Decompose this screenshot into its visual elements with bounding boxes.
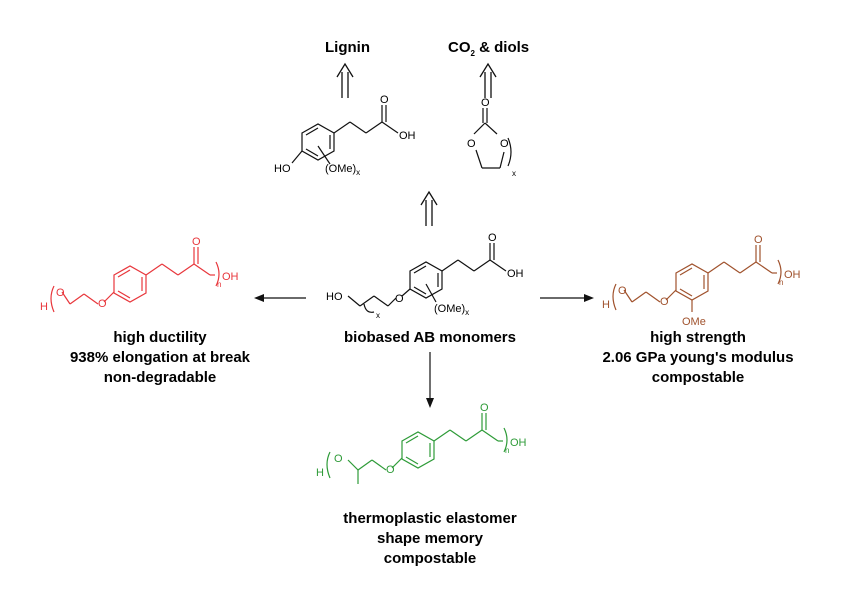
atom-label-n: n	[779, 278, 783, 287]
atom-label-ho: HO	[326, 291, 343, 303]
atom-label-o: O	[56, 287, 65, 299]
monomer-label: biobased AB monomers	[344, 329, 516, 346]
atom-label-oh: OH	[784, 269, 801, 281]
methoxy-group-label: (OMe)x	[325, 163, 360, 177]
atom-label-x: x	[376, 311, 380, 320]
bottom-polymer-structure	[326, 413, 508, 484]
property-line: high strength	[650, 329, 746, 346]
atom-label-o: O	[395, 293, 404, 305]
atom-label-o: O	[192, 236, 201, 248]
retro-arrow-monomer	[420, 190, 438, 226]
atom-label-h: H	[316, 467, 324, 479]
ab-monomer-structure	[347, 243, 507, 313]
atom-label-ome: OMe	[682, 316, 706, 328]
atom-label-o: O	[380, 94, 389, 106]
property-line: high ductility	[113, 329, 207, 346]
atom-label-o: O	[98, 298, 107, 310]
bottom-properties: thermoplastic elastomer shape memory com…	[343, 510, 517, 567]
property-line: non-degradable	[104, 369, 217, 386]
right-polymer-structure	[612, 245, 782, 312]
atom-label-o: O	[480, 402, 489, 414]
property-line: thermoplastic elastomer	[343, 510, 517, 527]
methoxy-group-label: (OMe)x	[434, 303, 469, 317]
atom-label-h: H	[40, 301, 48, 313]
atom-label-oh: OH	[507, 268, 524, 280]
cyclic-carbonate-structure	[473, 108, 512, 169]
atom-label-h: H	[602, 299, 610, 311]
left-polymer-structure	[50, 247, 220, 313]
atom-label-o: O	[754, 234, 763, 246]
atom-label-x: x	[512, 169, 516, 178]
atom-label-n: n	[505, 446, 509, 455]
atom-label-o: O	[660, 296, 669, 308]
atom-label-oh: OH	[222, 271, 239, 283]
atom-label-oh: OH	[510, 437, 527, 449]
retro-arrow-lignin	[336, 62, 354, 98]
retro-arrow-co2	[479, 62, 497, 98]
property-line: 938% elongation at break	[70, 349, 251, 366]
arrow-to-right-polymer	[540, 294, 594, 302]
atom-label-o: O	[618, 285, 627, 297]
left-properties: high ductility 938% elongation at break …	[70, 329, 251, 386]
property-line: shape memory	[377, 530, 484, 547]
atom-label-o: O	[334, 453, 343, 465]
property-line: 2.06 GPa young's modulus	[602, 349, 793, 366]
right-properties: high strength 2.06 GPa young's modulus c…	[602, 329, 793, 386]
atom-label-o: O	[488, 232, 497, 244]
atom-label-o: O	[386, 464, 395, 476]
atom-label-oh: OH	[399, 130, 416, 142]
property-line: compostable	[384, 550, 477, 567]
atom-label-o: O	[500, 138, 509, 150]
arrow-to-left-polymer	[254, 294, 306, 302]
phenolic-acid-structure	[291, 105, 399, 165]
atom-label-ho: HO	[274, 163, 291, 175]
co2-diols-label: CO2 & diols	[448, 39, 529, 58]
lignin-label: Lignin	[325, 39, 370, 56]
arrow-to-bottom-polymer	[426, 352, 434, 408]
atom-label-n: n	[217, 280, 221, 289]
atom-label-o: O	[481, 97, 490, 109]
atom-label-o: O	[467, 138, 476, 150]
property-line: compostable	[652, 369, 745, 386]
